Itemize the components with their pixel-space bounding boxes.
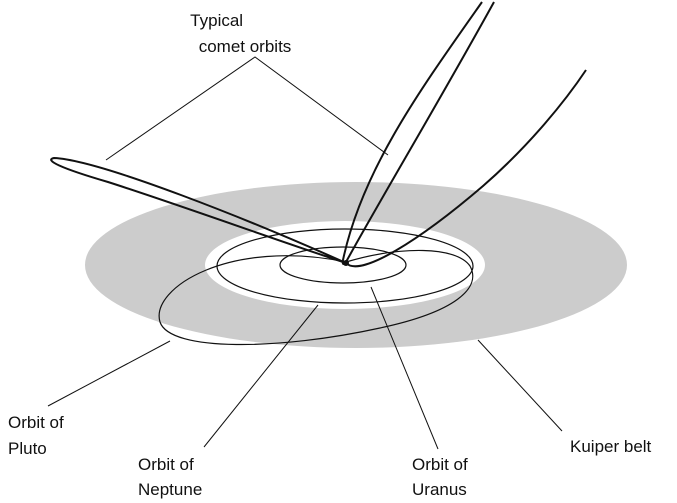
uranus-label: Orbit of Uranus	[412, 455, 472, 499]
neptune-label-line2: Neptune	[138, 480, 202, 499]
kuiper-label: Kuiper belt	[570, 437, 652, 456]
pluto-label-line1: Orbit of	[8, 413, 64, 432]
uranus-label-line1: Orbit of	[412, 455, 468, 474]
uranus-label-line2: Uranus	[412, 480, 467, 499]
comet-label: Typical comet orbits	[190, 11, 291, 56]
neptune-label: Orbit of Neptune	[138, 455, 202, 499]
comet-label-line1: Typical	[190, 11, 243, 30]
sun	[343, 260, 349, 266]
pluto-label: Orbit of Pluto	[8, 413, 68, 458]
pluto-label-line2: Pluto	[8, 439, 47, 458]
neptune-label-line1: Orbit of	[138, 455, 194, 474]
pluto-leader	[48, 341, 170, 406]
comet-label-line2: comet orbits	[199, 37, 292, 56]
kuiper-leader	[478, 340, 562, 431]
comet-leader	[106, 57, 388, 160]
